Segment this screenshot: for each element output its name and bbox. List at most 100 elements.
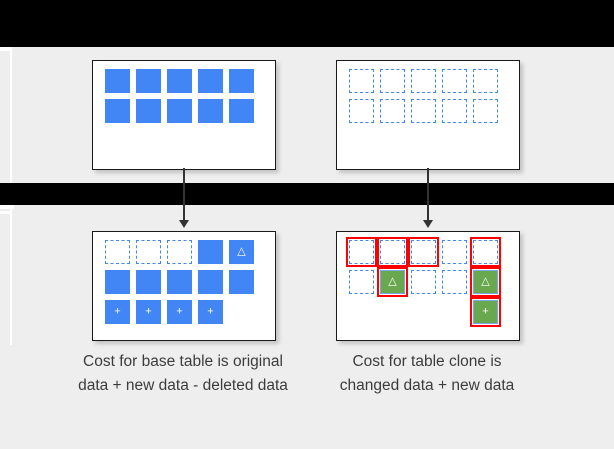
cell-r2-c5: [470, 96, 501, 126]
cell-body-dashed: [380, 240, 405, 264]
panel-rail-bottom-c: [10, 205, 12, 345]
cell-r3-c4: +: [195, 297, 226, 327]
cell-r1-c5: [470, 237, 501, 267]
base-table-modified-box: − − − △ + + + +: [92, 231, 276, 341]
cell-body-solid: [105, 270, 130, 294]
cell-glyph-icon: −: [145, 245, 152, 257]
cell-body-dashed: −: [136, 240, 161, 264]
cell-body-dashed: [411, 240, 436, 264]
cell-r2-c1: [346, 267, 377, 297]
panel-rail-top-b: [10, 47, 12, 183]
cell-body-solid: +: [167, 300, 192, 324]
table-clone-modified-box: △ △ +: [336, 231, 520, 341]
cell-r1-c4: [439, 237, 470, 267]
cell-r2-c2: [133, 96, 164, 126]
cell-r2-c4: [195, 267, 226, 297]
cell-r2-c5: △: [470, 267, 501, 297]
cell-glyph-icon: +: [114, 305, 121, 317]
cell-r2-c2: [377, 96, 408, 126]
cell-body-solid: [198, 240, 223, 264]
cell-glyph-icon: −: [114, 245, 121, 257]
cell-r2-c3: [164, 96, 195, 126]
cell-body-solid: [136, 99, 161, 123]
cell-r1-c3: [408, 237, 439, 267]
cell-body-dashed: [442, 99, 467, 123]
cell-r1-c2: −: [133, 237, 164, 267]
table-clone-modified-grid: △ △ +: [346, 237, 501, 327]
cell-r1-c3: −: [164, 237, 195, 267]
cell-r3-c3: [408, 297, 439, 327]
cell-body-solid: △: [229, 240, 254, 264]
cell-r1-c2: [377, 66, 408, 96]
cell-r2-c5: [226, 96, 257, 126]
cell-body-dashed: [411, 270, 436, 294]
cell-glyph-icon: △: [481, 275, 490, 287]
cell-r2-c3: [408, 267, 439, 297]
cell-r1-c4: [195, 237, 226, 267]
cell-body-empty: [349, 300, 374, 324]
caption-table-clone: Cost for table clone is changed data + n…: [339, 353, 515, 394]
cell-glyph-icon: △: [237, 245, 246, 257]
cell-body-dashed: [473, 99, 498, 123]
cell-r1-c1: [346, 237, 377, 267]
cell-r1-c5: [470, 66, 501, 96]
cell-body-dashed: [380, 99, 405, 123]
cell-r2-c4: [439, 96, 470, 126]
table-clone-initial-box: [336, 60, 520, 170]
cell-r2-c4: [195, 96, 226, 126]
cell-r3-c1: +: [102, 297, 133, 327]
cell-glyph-icon: △: [388, 275, 397, 287]
cell-r1-c5: △: [226, 237, 257, 267]
cell-r1-c2: [377, 237, 408, 267]
cell-glyph-icon: −: [176, 245, 183, 257]
cell-r2-c1: [102, 267, 133, 297]
cell-body-solid: [198, 69, 223, 93]
cell-body-dashed: [442, 240, 467, 264]
cell-r2-c3: [408, 96, 439, 126]
cell-body-solid: [167, 69, 192, 93]
cell-r1-c5: [226, 66, 257, 96]
cell-r2-c4: [439, 267, 470, 297]
cell-r1-c1: [346, 66, 377, 96]
cell-body-solid: +: [105, 300, 130, 324]
base-table-original-box: [92, 60, 276, 170]
cell-body-dashed: [349, 69, 374, 93]
panel-rail-top-a: [0, 47, 12, 51]
cell-glyph-icon: +: [207, 305, 214, 317]
cell-body-empty: [380, 300, 405, 324]
cell-glyph-icon: +: [145, 305, 152, 317]
cell-body-dashed: [411, 69, 436, 93]
cell-body-empty: [229, 300, 254, 324]
panel-rail-bottom-a: [0, 205, 14, 209]
cell-r1-c2: [133, 66, 164, 96]
panel-rail-bottom-b: [0, 211, 10, 214]
base-table-original-grid: [102, 66, 257, 126]
cell-body-solid: [198, 270, 223, 294]
cell-body-dashed: [442, 270, 467, 294]
cell-body-solid: +: [136, 300, 161, 324]
letterbox-bar-middle: [0, 183, 614, 205]
cell-body-solid: [229, 99, 254, 123]
cell-glyph-icon: +: [482, 305, 489, 317]
cell-body-empty: [411, 300, 436, 324]
cell-body-dashed: −: [167, 240, 192, 264]
cell-r3-c3: +: [164, 297, 195, 327]
cell-body-dashed: [442, 69, 467, 93]
cell-r2-c1: [346, 96, 377, 126]
cell-body-solid: [136, 270, 161, 294]
cell-body-solid: [198, 99, 223, 123]
cell-body-empty: [442, 300, 467, 324]
base-table-modified-grid: − − − △ + + + +: [102, 237, 257, 327]
cell-body-green: △: [380, 270, 405, 294]
cell-r2-c2: [133, 267, 164, 297]
cell-body-solid: [105, 69, 130, 93]
cell-body-dashed: [349, 99, 374, 123]
cell-r3-c4: [439, 297, 470, 327]
cell-body-green: +: [473, 300, 498, 324]
cell-r3-c5: [226, 297, 257, 327]
caption-base-table: Cost for base table is original data + n…: [78, 353, 288, 394]
cell-body-dashed: −: [105, 240, 130, 264]
cell-r2-c1: [102, 96, 133, 126]
cell-body-solid: [167, 270, 192, 294]
